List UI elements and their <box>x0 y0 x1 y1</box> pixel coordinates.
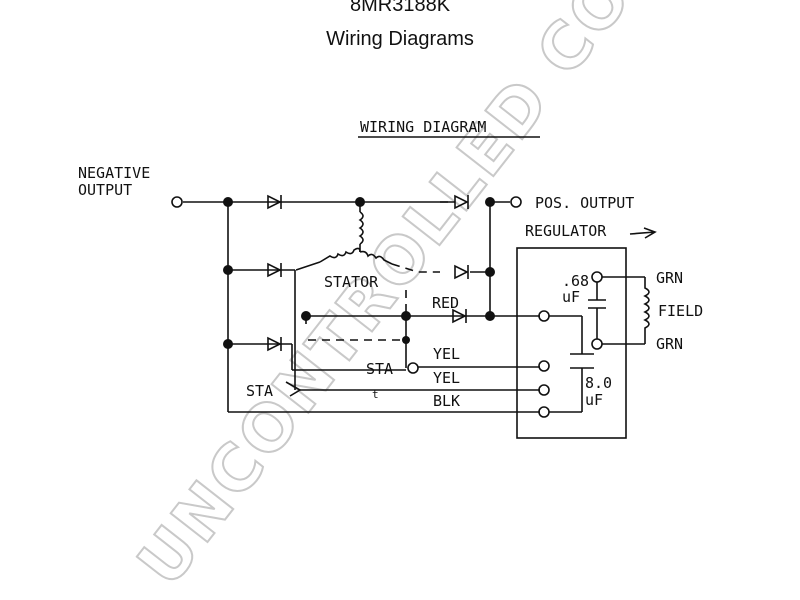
negative-output-label-1: NEGATIVE <box>78 164 150 182</box>
diode-red <box>452 308 467 324</box>
page-title: 8MR3188K <box>349 0 451 16</box>
diode-middle <box>267 262 282 278</box>
diode-top <box>267 194 282 210</box>
cap1-unit-label: uF <box>562 288 580 306</box>
regulator-terminal-yel-1 <box>538 360 550 372</box>
grn-label-1: GRN <box>656 269 683 287</box>
diode-pos-middle <box>454 264 469 280</box>
regulator-terminal-blk <box>538 406 550 418</box>
junction-dots <box>223 197 495 349</box>
sta-label-1: STA <box>366 360 393 378</box>
pos-output-label: POS. OUTPUT <box>535 194 634 212</box>
page-subtitle: Wiring Diagrams <box>326 28 474 50</box>
sta-terminal <box>407 362 419 374</box>
regulator-terminal-red <box>538 310 550 322</box>
regulator-internals <box>549 276 645 413</box>
cap1-value-label: .68 <box>562 272 589 290</box>
field-terminal-bottom <box>591 338 603 350</box>
yel-wire-label-2: YEL <box>433 369 460 387</box>
negative-output-terminal <box>171 196 183 208</box>
field-label: FIELD <box>658 302 703 320</box>
pos-output-terminal <box>510 196 522 208</box>
red-wire-label: RED <box>432 294 459 312</box>
regulator-pointer-arrow <box>629 227 657 239</box>
diode-pos-top <box>454 194 469 210</box>
watermark: UNCONTROLLED COPY <box>124 0 708 600</box>
sta-label-2: STA <box>246 382 273 400</box>
regulator-label: REGULATOR <box>525 222 607 240</box>
grn-label-2: GRN <box>656 335 683 353</box>
sta-arrow <box>285 381 302 397</box>
cap2-unit-label: uF <box>585 391 603 409</box>
field-coil <box>643 277 650 344</box>
diode-bottom <box>267 336 282 352</box>
tick-label: t <box>372 388 379 401</box>
regulator-terminal-yel-2 <box>538 384 550 396</box>
stator-label: STATOR <box>324 273 379 291</box>
yel-wire-label-1: YEL <box>433 345 460 363</box>
negative-output-label-2: OUTPUT <box>78 181 132 199</box>
regulator-box <box>516 247 627 439</box>
field-terminal-top <box>591 271 603 283</box>
stator-winding <box>295 202 440 273</box>
blk-wire-label: BLK <box>433 392 460 410</box>
cap2-value-label: 8.0 <box>585 374 612 392</box>
diagram-heading: WIRING DIAGRAM <box>360 118 486 136</box>
